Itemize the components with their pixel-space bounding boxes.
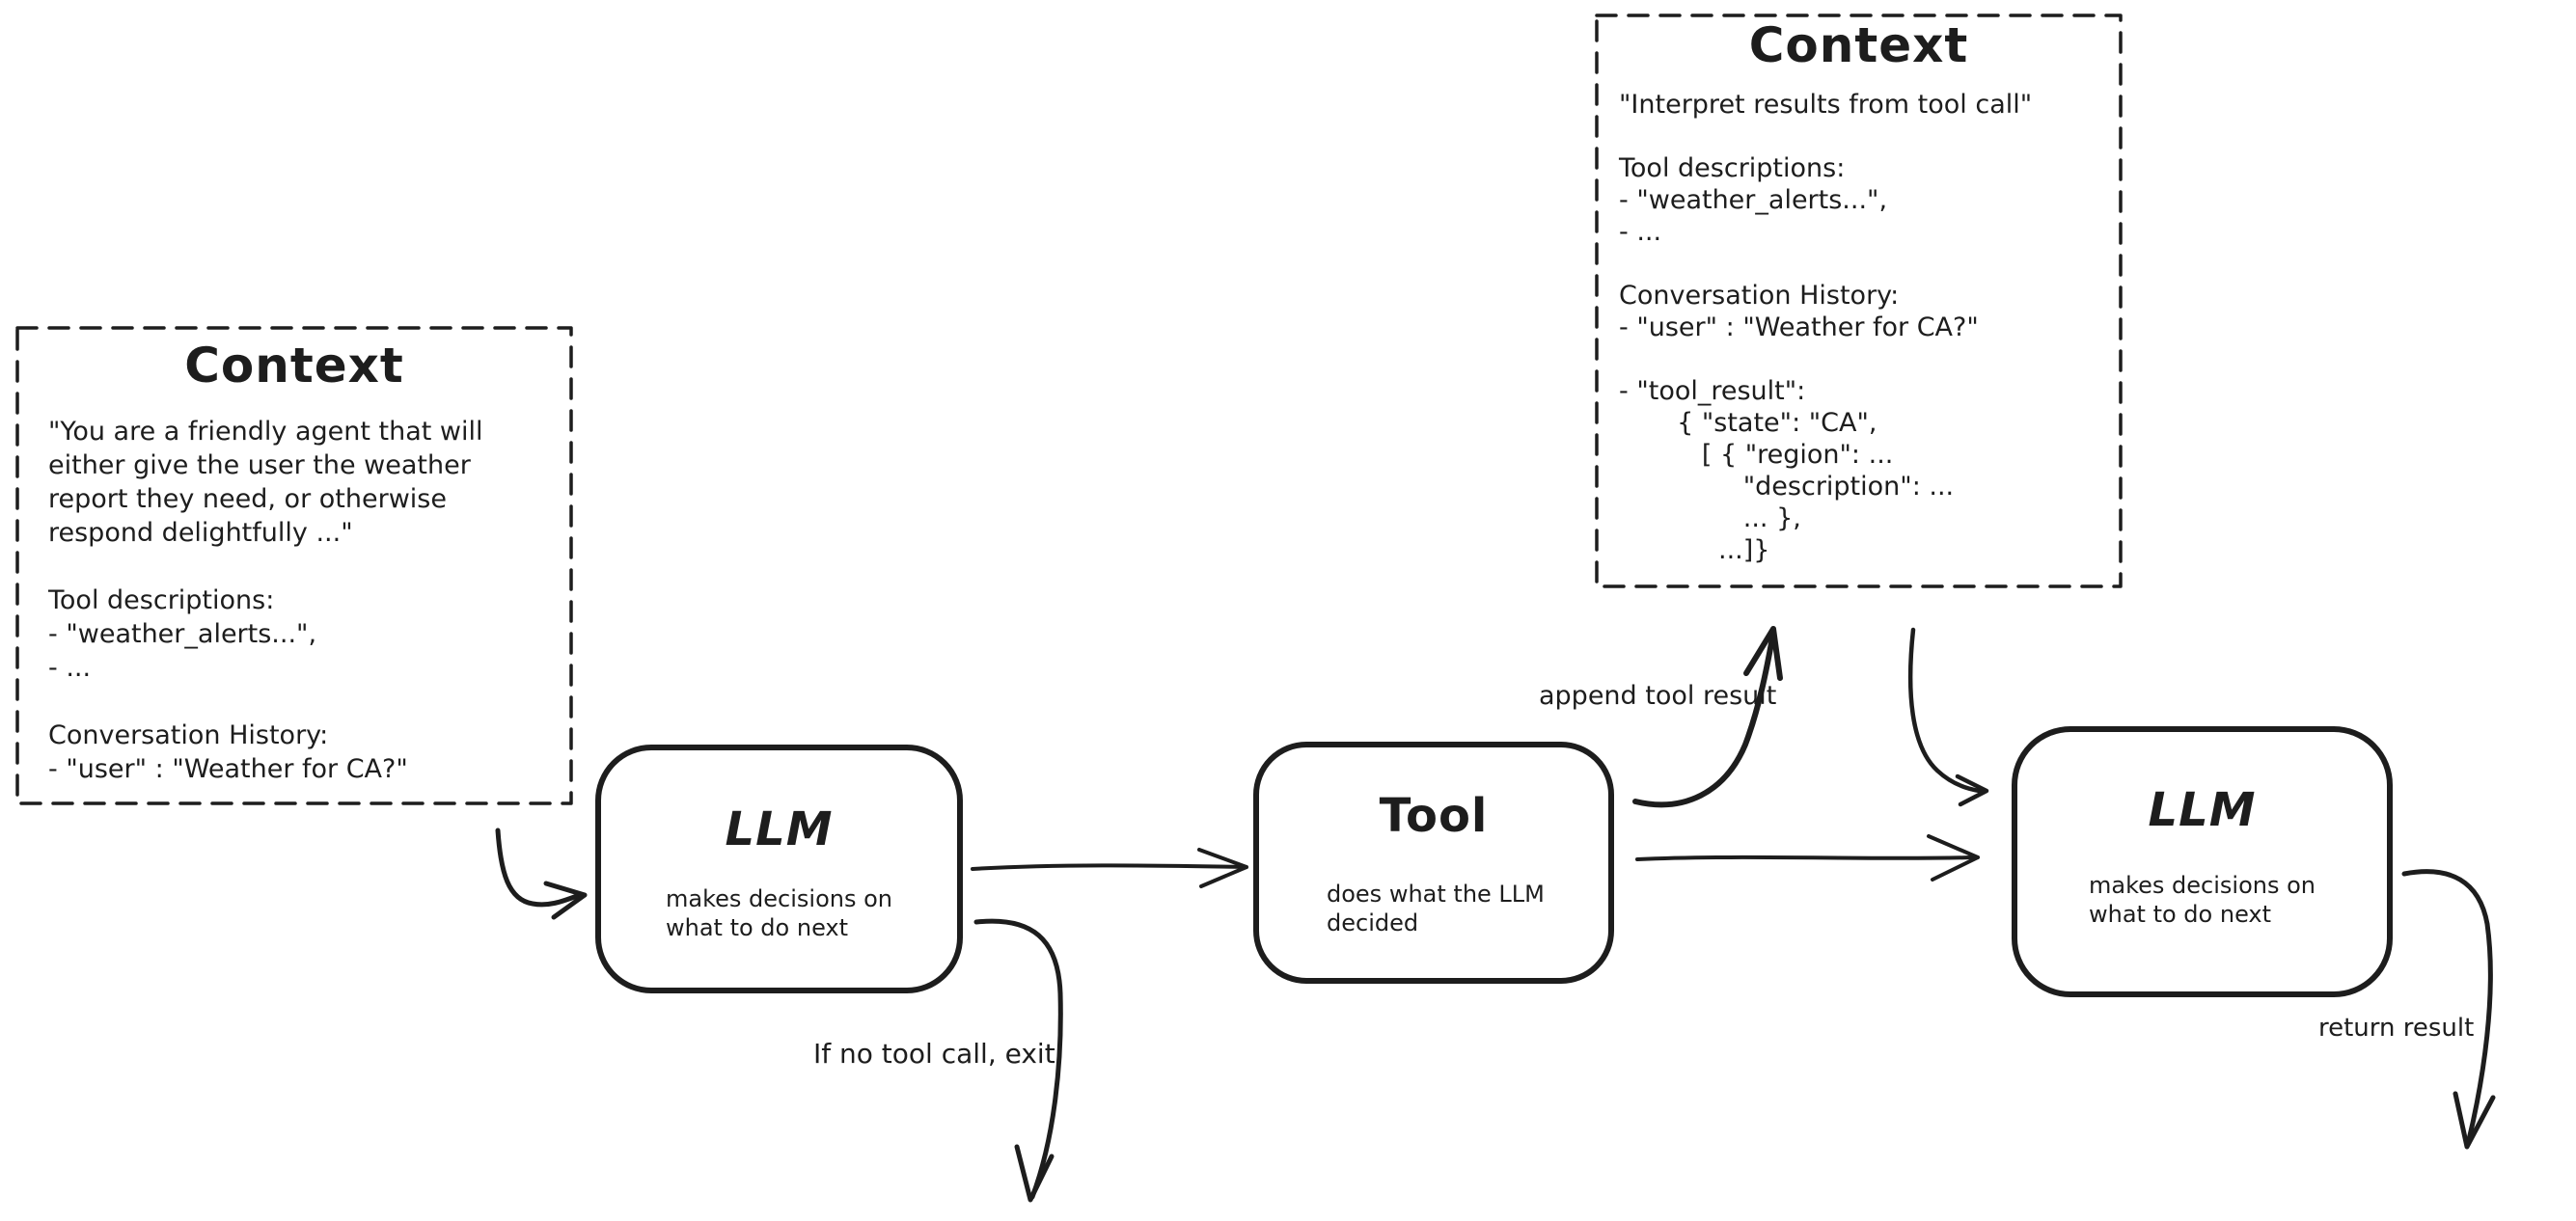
arrow-tool-to-llm-right	[1635, 834, 1980, 882]
arrow-llm-to-tool	[971, 848, 1248, 888]
arrow-llm-return	[2401, 869, 2496, 1150]
llm-right-title: LLM	[2148, 783, 2257, 837]
context-right-body: "Interpret results from tool call" Tool …	[1619, 90, 2033, 565]
context-left-title: Context	[184, 338, 404, 393]
llm-right-box	[2012, 726, 2393, 997]
tool-box	[1253, 742, 1614, 984]
llm-right-subtitle: makes decisions on what to do next	[2089, 872, 2316, 928]
arrow-tool-to-context-append	[1632, 626, 1783, 808]
arrow-llm-exit	[973, 918, 1063, 1203]
label-if-no-tool-call-exit: If no tool call, exit	[813, 1038, 1055, 1070]
llm-left-title: LLM	[725, 802, 834, 856]
label-return-result: return result	[2318, 1014, 2475, 1043]
arrow-context-left-to-llm	[495, 828, 588, 920]
context-right-box	[1595, 14, 2123, 588]
tool-title: Tool	[1379, 789, 1489, 843]
context-left-box	[15, 326, 573, 805]
arrow-context-to-llm-right	[1907, 627, 1989, 807]
label-append-tool-result: append tool result	[1539, 681, 1777, 711]
llm-left-subtitle: makes decisions on what to do next	[666, 885, 892, 941]
tool-subtitle: does what the LLM decided	[1327, 881, 1545, 936]
llm-left-box	[595, 745, 963, 993]
context-left-body: "You are a friendly agent that will eith…	[48, 417, 483, 784]
context-right-title: Context	[1748, 17, 1969, 73]
